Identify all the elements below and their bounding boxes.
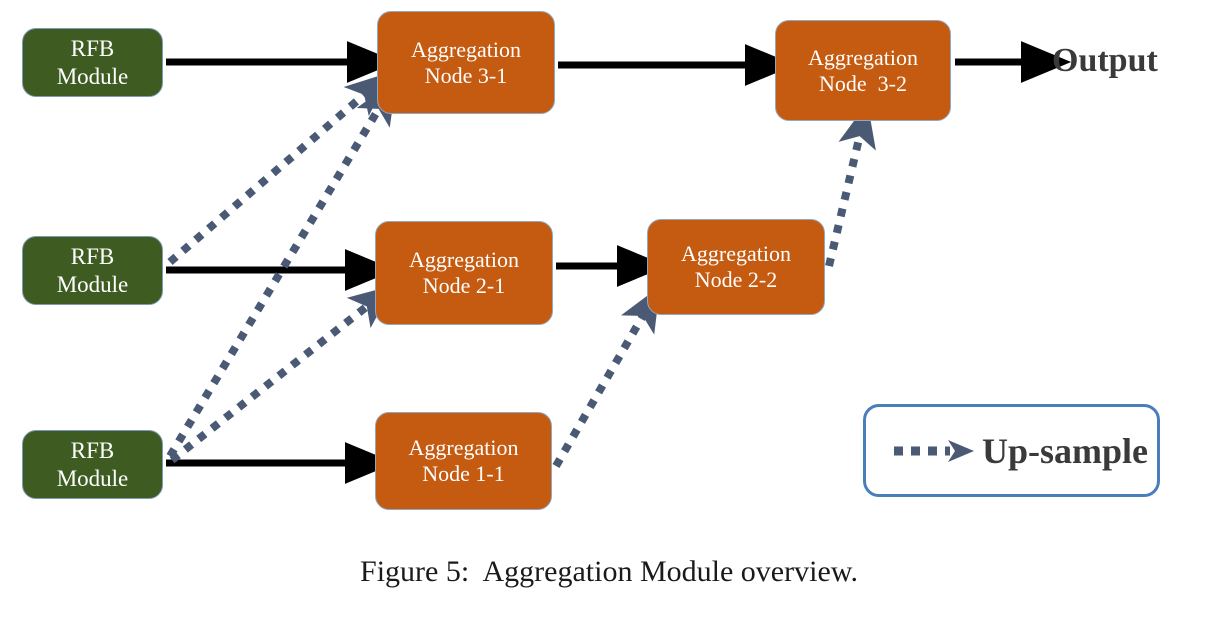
node-label-line1: RFB (70, 36, 115, 62)
upsample-agg-1-1-to-agg-2-2 (552, 286, 661, 469)
node-label-line2: Module (56, 271, 129, 297)
node-label-line1: Aggregation (411, 36, 521, 62)
node-label-line2: Node 2-1 (422, 273, 506, 298)
node-label-line2: Module (56, 63, 129, 89)
node-label-line2: Node 2-2 (694, 267, 778, 292)
upsample-rfb-2-to-agg-3-1 (167, 72, 391, 266)
node-label-line2: Node 1-1 (422, 461, 505, 486)
legend-label: Up-sample (982, 430, 1149, 471)
node-label-line1: RFB (70, 244, 115, 270)
up-sample-arrow-icon (894, 439, 974, 462)
node-label-line1: Aggregation (808, 44, 918, 70)
upsample-rfb-3-to-agg-3-1 (166, 79, 397, 459)
node-label-line1: Aggregation (681, 241, 791, 267)
output-label: Output (1052, 42, 1158, 79)
node-label-line1: Aggregation (409, 247, 519, 273)
solid-arrows (166, 41, 1072, 484)
legend-up-sample: Up-sample (863, 404, 1160, 497)
upsample-rfb-3-to-agg-2-1 (169, 285, 394, 464)
node-label-line1: Aggregation (408, 435, 519, 461)
figure-caption: Figure 5: Aggregation Module overview. (360, 555, 858, 588)
upsample-agg-2-2-to-agg-3-2 (825, 102, 876, 267)
node-label-line2: Module (56, 465, 129, 491)
node-label-line2: Node 3-2 (819, 70, 907, 96)
node-label-line2: Node 3-1 (424, 62, 508, 88)
node-label-line1: RFB (70, 438, 115, 464)
